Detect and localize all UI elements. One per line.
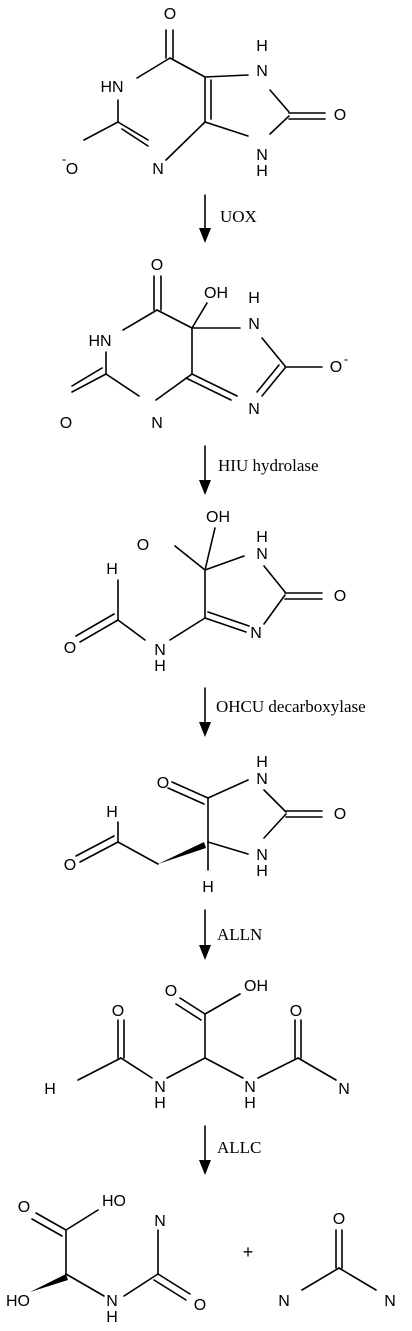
molecule-urea bbox=[301, 1229, 377, 1291]
molecule-ureidoglycolate bbox=[30, 1209, 191, 1301]
enzyme-label: OHCU decarboxylase bbox=[216, 697, 366, 716]
molecule-allantoate bbox=[77, 993, 337, 1081]
atom-nh2: N bbox=[338, 1081, 350, 1098]
enzyme-label: UOX bbox=[220, 207, 257, 226]
atom-h: H bbox=[106, 1309, 118, 1326]
atom-h: H bbox=[106, 804, 118, 821]
atom-o: O bbox=[290, 1003, 302, 1020]
enzyme-label: ALLN bbox=[217, 925, 262, 944]
atom-n: N bbox=[151, 415, 163, 432]
atom-o-minus: O bbox=[330, 359, 342, 376]
atom-o-minus: O bbox=[66, 161, 78, 178]
atom-ho: HO bbox=[102, 1193, 126, 1210]
plus-sign: + bbox=[243, 1242, 254, 1262]
atom-nh2: N bbox=[278, 1293, 290, 1310]
atom-o-right: O bbox=[334, 107, 346, 124]
atom-o: O bbox=[64, 640, 76, 657]
enzyme-label: HIU hydrolase bbox=[218, 456, 319, 475]
atom-n: N bbox=[256, 847, 268, 864]
atom-n: N bbox=[154, 642, 166, 659]
atom-o-top: O bbox=[164, 6, 176, 23]
atom-oh: OH bbox=[244, 978, 268, 995]
atom-n: N bbox=[248, 401, 260, 418]
atom-co2: O bbox=[137, 537, 149, 554]
atom-o: O bbox=[165, 983, 177, 1000]
atom-o: O bbox=[64, 857, 76, 874]
arrow-head bbox=[199, 228, 211, 243]
atom-oh: OH bbox=[206, 509, 230, 526]
atom-o: O bbox=[151, 257, 163, 274]
atom-o: O bbox=[334, 806, 346, 823]
atom-n: N bbox=[256, 147, 268, 164]
atom-n: N bbox=[106, 1293, 118, 1310]
arrow-head bbox=[199, 945, 211, 960]
atom-h: H bbox=[154, 658, 166, 675]
molecule-urate bbox=[83, 29, 326, 161]
atom-h: H bbox=[256, 163, 268, 180]
atom-h: H bbox=[256, 863, 268, 880]
atom-hn: HN bbox=[100, 79, 123, 96]
atom-o: O bbox=[18, 1199, 30, 1216]
molecule-allantoin bbox=[75, 779, 323, 871]
atom-h: H bbox=[202, 879, 214, 896]
atom-n: N bbox=[256, 63, 268, 80]
charge-minus: - bbox=[344, 351, 348, 366]
atom-nh2: N bbox=[154, 1213, 166, 1230]
atom-n: N bbox=[256, 771, 268, 788]
atom-o: O bbox=[333, 1211, 345, 1228]
arrow-head bbox=[199, 722, 211, 737]
atom-o: O bbox=[194, 1297, 206, 1314]
enzyme-label: ALLC bbox=[217, 1138, 261, 1157]
molecule-ohcu bbox=[75, 527, 323, 643]
atom-n: N bbox=[256, 546, 268, 563]
atom-ho: HO bbox=[6, 1293, 30, 1310]
atom-n: N bbox=[250, 625, 262, 642]
atom-o: O bbox=[157, 775, 169, 792]
atom-n: N bbox=[244, 1079, 256, 1096]
atom-h: H bbox=[106, 561, 118, 578]
molecule-hiu bbox=[71, 275, 323, 401]
atom-h: H bbox=[256, 529, 268, 546]
atom-o: O bbox=[60, 415, 72, 432]
atom-n: N bbox=[248, 316, 260, 333]
atom-o: O bbox=[334, 588, 346, 605]
atom-h: H bbox=[154, 1095, 166, 1112]
atom-hn: HN bbox=[88, 333, 111, 350]
atom-h: H bbox=[244, 1095, 256, 1112]
atom-n: N bbox=[152, 161, 164, 178]
atom-o: O bbox=[112, 1003, 124, 1020]
atom-h2n: H bbox=[44, 1081, 56, 1098]
arrow-head bbox=[199, 1160, 211, 1175]
arrow-head bbox=[199, 480, 211, 495]
atom-oh: OH bbox=[204, 285, 228, 302]
atom-h: H bbox=[256, 754, 268, 771]
atom-n: N bbox=[154, 1079, 166, 1096]
atom-nh2: N bbox=[384, 1293, 396, 1310]
atom-h: H bbox=[256, 38, 268, 55]
charge-minus: - bbox=[62, 151, 66, 166]
atom-h: H bbox=[248, 290, 260, 307]
